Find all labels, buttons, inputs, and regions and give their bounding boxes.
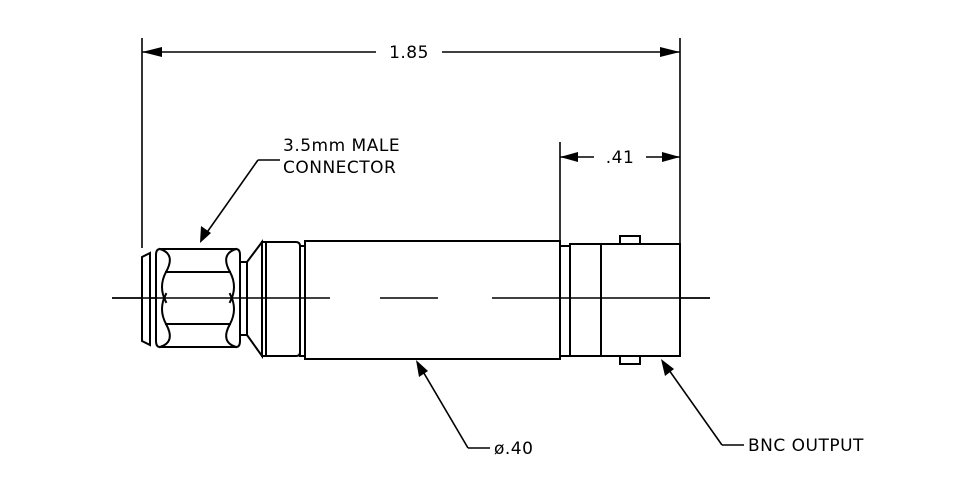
overall-length-label: 1.85 (389, 43, 429, 63)
connector-body (112, 235, 710, 365)
bnc-collar (559, 245, 571, 357)
diameter-callout: ø.40 (416, 360, 533, 459)
flange (261, 241, 301, 357)
connector-callout: 3.5mm MALE CONNECTOR (200, 136, 400, 243)
bnc-length-label: .41 (606, 148, 635, 168)
bnc-output-label: BNC OUTPUT (748, 436, 864, 456)
bnc-callout-arrow (661, 359, 674, 376)
bnc-arrowhead-left (560, 152, 578, 162)
arrowhead-left (142, 47, 162, 57)
bnc-length-dimension: .41 (559, 142, 680, 246)
bayonet-pin-top (619, 235, 641, 245)
connector-callout-line1: 3.5mm MALE (283, 136, 400, 156)
bayonet-pin-bottom (619, 355, 641, 365)
diameter-callout-arrow (416, 360, 428, 377)
main-body-cylinder (304, 240, 561, 360)
overall-length-dimension: 1.85 (141, 38, 681, 248)
diameter-label: ø.40 (494, 439, 533, 459)
taper-section (246, 239, 263, 360)
bnc-output-callout: BNC OUTPUT (661, 359, 864, 456)
connector-callout-line2: CONNECTOR (283, 158, 396, 178)
connector-callout-arrow (200, 226, 211, 243)
bnc-output-body (569, 243, 681, 357)
arrowhead-right (660, 47, 680, 57)
bnc-arrowhead-right (662, 152, 680, 162)
male-connector-face (141, 251, 151, 347)
